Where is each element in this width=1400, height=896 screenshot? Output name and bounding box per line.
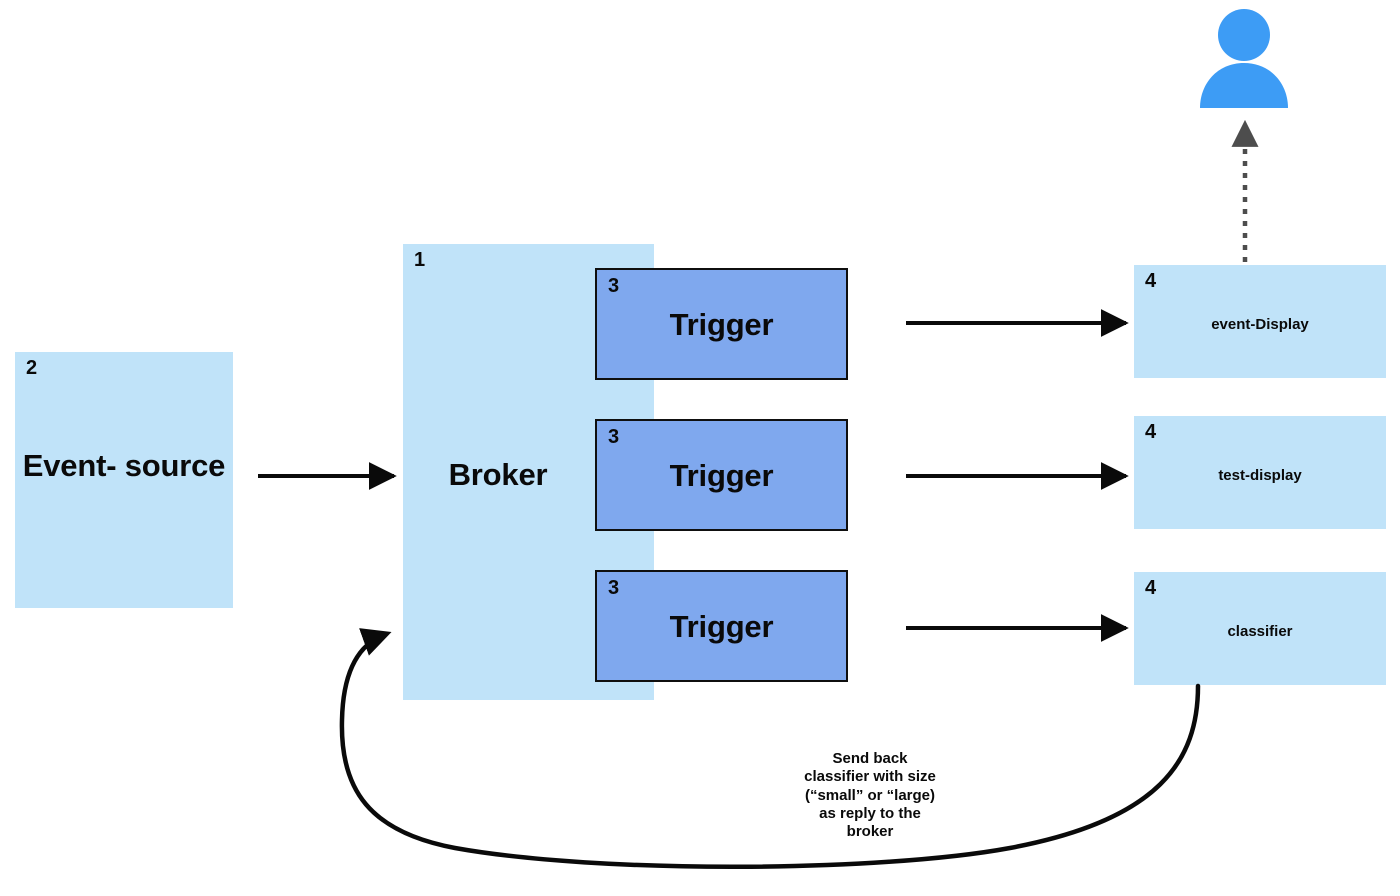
service-3-number: 4 [1145, 577, 1157, 599]
service-box-classifier[interactable]: 4 classifier [1134, 572, 1386, 685]
trigger-2-label: Trigger [669, 458, 774, 493]
trigger-box-1[interactable]: 3 Trigger [595, 268, 848, 380]
service-box-test-display[interactable]: 4 test-display [1134, 416, 1386, 529]
broker-label-wrap: Broker [403, 457, 593, 498]
event-source-box[interactable]: 2 Event- source [15, 352, 233, 608]
event-source-number: 2 [26, 357, 38, 379]
service-1-number: 4 [1145, 270, 1157, 292]
trigger-1-label: Trigger [669, 307, 774, 342]
event-source-label: Event- source [22, 448, 226, 483]
service-2-label: test-display [1218, 467, 1302, 484]
trigger-2-number: 3 [608, 426, 620, 448]
service-3-label: classifier [1227, 623, 1293, 640]
broker-label: Broker [448, 457, 548, 492]
trigger-3-label: Trigger [669, 609, 774, 644]
feedback-caption: Send back classifier with size (“small” … [804, 750, 936, 841]
trigger-box-2[interactable]: 3 Trigger [595, 419, 848, 531]
service-box-event-display[interactable]: 4 event-Display [1134, 265, 1386, 378]
service-2-number: 4 [1145, 421, 1157, 443]
trigger-box-3[interactable]: 3 Trigger [595, 570, 848, 682]
service-1-label: event-Display [1211, 316, 1309, 333]
trigger-1-number: 3 [608, 275, 620, 297]
person-icon [1200, 9, 1288, 108]
broker-number: 1 [414, 249, 426, 271]
trigger-3-number: 3 [608, 577, 620, 599]
user-person-icon [1196, 8, 1292, 108]
